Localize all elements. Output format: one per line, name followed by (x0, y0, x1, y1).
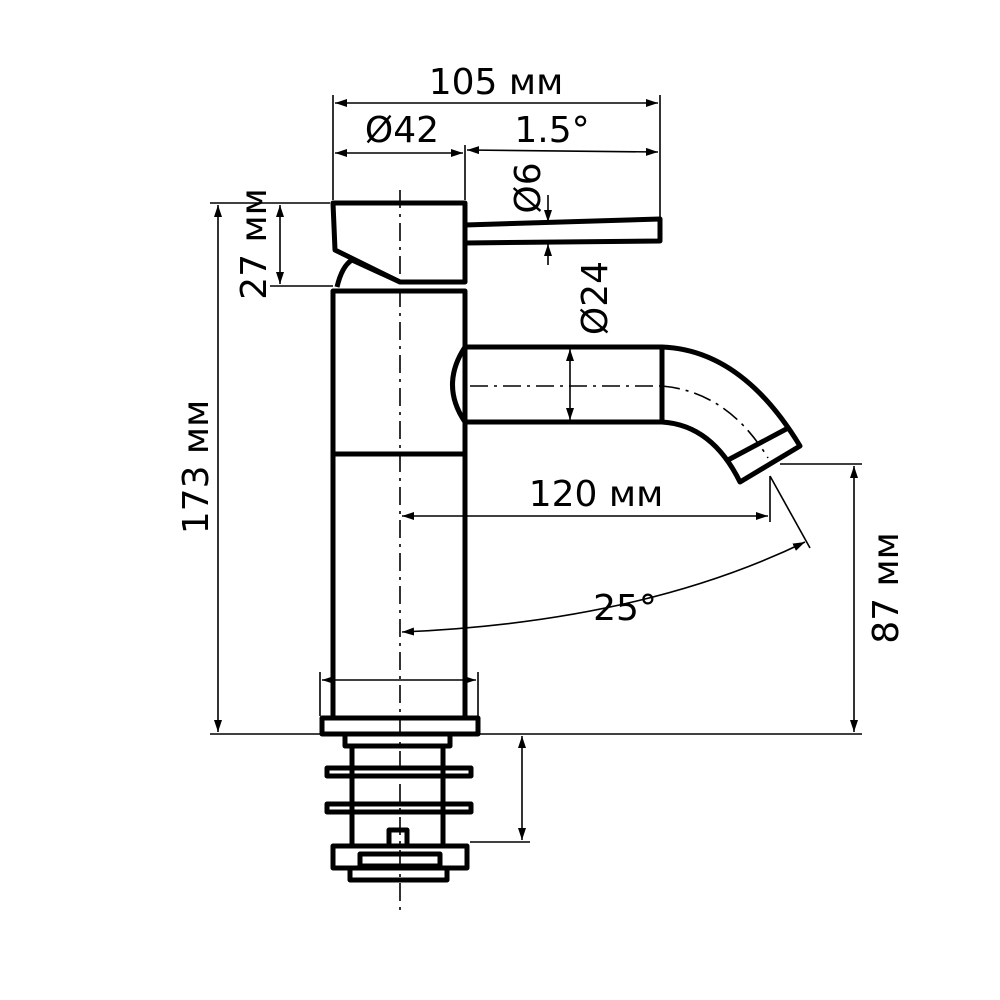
faucet-outline (319, 200, 803, 883)
label-lever-angle: 1.5° (514, 110, 589, 151)
label-spout-angle: 25° (593, 588, 657, 629)
body-column (330, 288, 468, 721)
label-body-diameter: Ø42 (365, 110, 439, 151)
spout (450, 344, 803, 485)
nut-bottom (347, 865, 450, 883)
label-spout-height: 87 мм (866, 532, 907, 644)
handle-body (330, 200, 468, 285)
label-spout-diameter: Ø24 (575, 261, 616, 335)
hose-fitting (386, 827, 410, 849)
extension-lines (210, 95, 862, 843)
spout-curve-axis (661, 385, 769, 459)
handle-underside (334, 257, 402, 288)
label-handle-height: 27 мм (234, 188, 275, 300)
dimension-lines (214, 99, 858, 840)
label-lever-diameter: Ø6 (508, 162, 549, 213)
label-spout-reach: 120 мм (529, 474, 663, 515)
lever (462, 216, 663, 246)
label-total-height: 173 мм (176, 400, 217, 534)
washer-lower (324, 801, 474, 815)
label-width-total: 105 мм (429, 62, 563, 103)
washer-upper (324, 765, 474, 779)
